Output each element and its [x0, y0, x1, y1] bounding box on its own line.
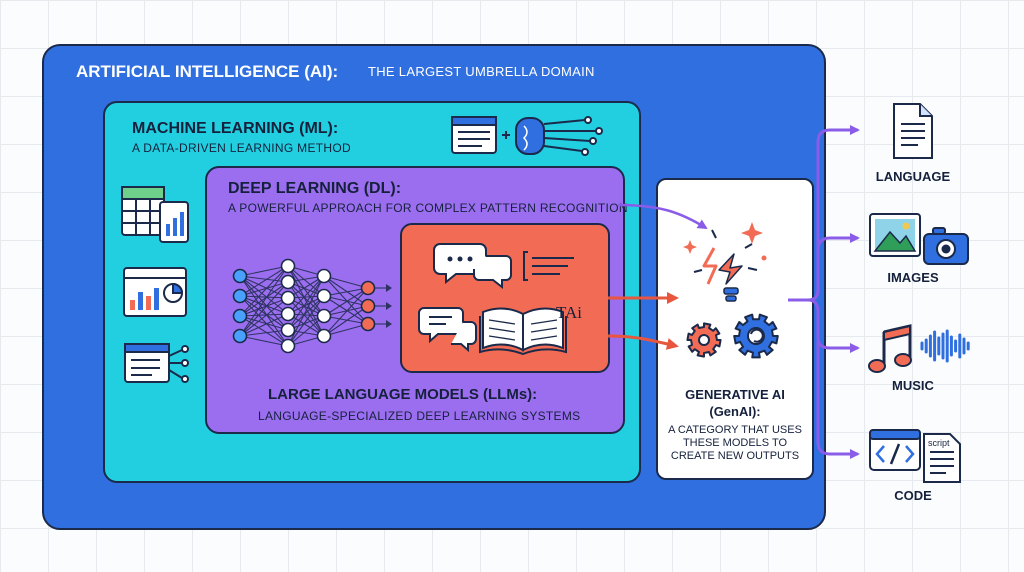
ai-subtitle: THE LARGEST UMBRELLA DOMAIN — [368, 64, 595, 79]
genai-description: A CATEGORY THAT USES THESE MODELS TO CRE… — [668, 424, 802, 462]
output-label-language: LANGUAGE — [875, 169, 951, 184]
music-note-icon — [868, 324, 912, 373]
chat-bubble-small-icon — [418, 307, 477, 353]
output-arrows — [788, 125, 860, 459]
large-gear-icon — [733, 313, 779, 359]
llm-title: LARGE LANGUAGE MODELS (LLMs): — [268, 386, 538, 403]
dl-subtitle: A POWERFUL APPROACH FOR COMPLEX PATTERN … — [228, 201, 628, 215]
output-label-music: MUSIC — [892, 378, 934, 393]
code-window-icon — [869, 429, 921, 471]
output-label-images: IMAGES — [887, 270, 939, 285]
script-label: script — [928, 438, 950, 448]
image-camera-icon — [869, 213, 969, 265]
genai-title: GENERATIVE AI — [685, 387, 785, 402]
dl-to-genai-arrow — [617, 203, 708, 230]
chat-bubbles-icon — [433, 243, 512, 290]
small-gear-icon — [686, 322, 722, 358]
dashboard-chart-icon — [123, 267, 187, 317]
dl-title: DEEP LEARNING (DL): — [228, 180, 402, 197]
table-connector-icon — [124, 343, 189, 383]
ai-title: ARTIFICIAL INTELLIGENCE (AI): — [76, 62, 339, 81]
output-label-code: CODE — [894, 488, 932, 503]
llm-subtitle: LANGUAGE-SPECIALIZED DEEP LEARNING SYSTE… — [258, 409, 581, 423]
open-book-icon — [479, 307, 567, 356]
ml-subtitle: A DATA-DRIVEN LEARNING METHOD — [132, 141, 351, 155]
genai-abbr: (GenAI): — [709, 404, 761, 419]
ml-title: MACHINE LEARNING (ML): — [132, 120, 339, 137]
speech-lines-icon — [523, 251, 574, 281]
sound-wave-icon — [920, 329, 970, 363]
lightbulb-spark-icon — [683, 222, 767, 302]
spreadsheet-icon — [121, 186, 189, 243]
llm-to-genai-arrow-bottom — [607, 334, 679, 350]
document-icon — [893, 103, 933, 159]
data-brain-circuit-icon — [451, 116, 603, 156]
script-document-icon — [923, 433, 961, 483]
book-text-label: TAi — [556, 303, 582, 322]
neural-network-icon — [232, 258, 392, 354]
